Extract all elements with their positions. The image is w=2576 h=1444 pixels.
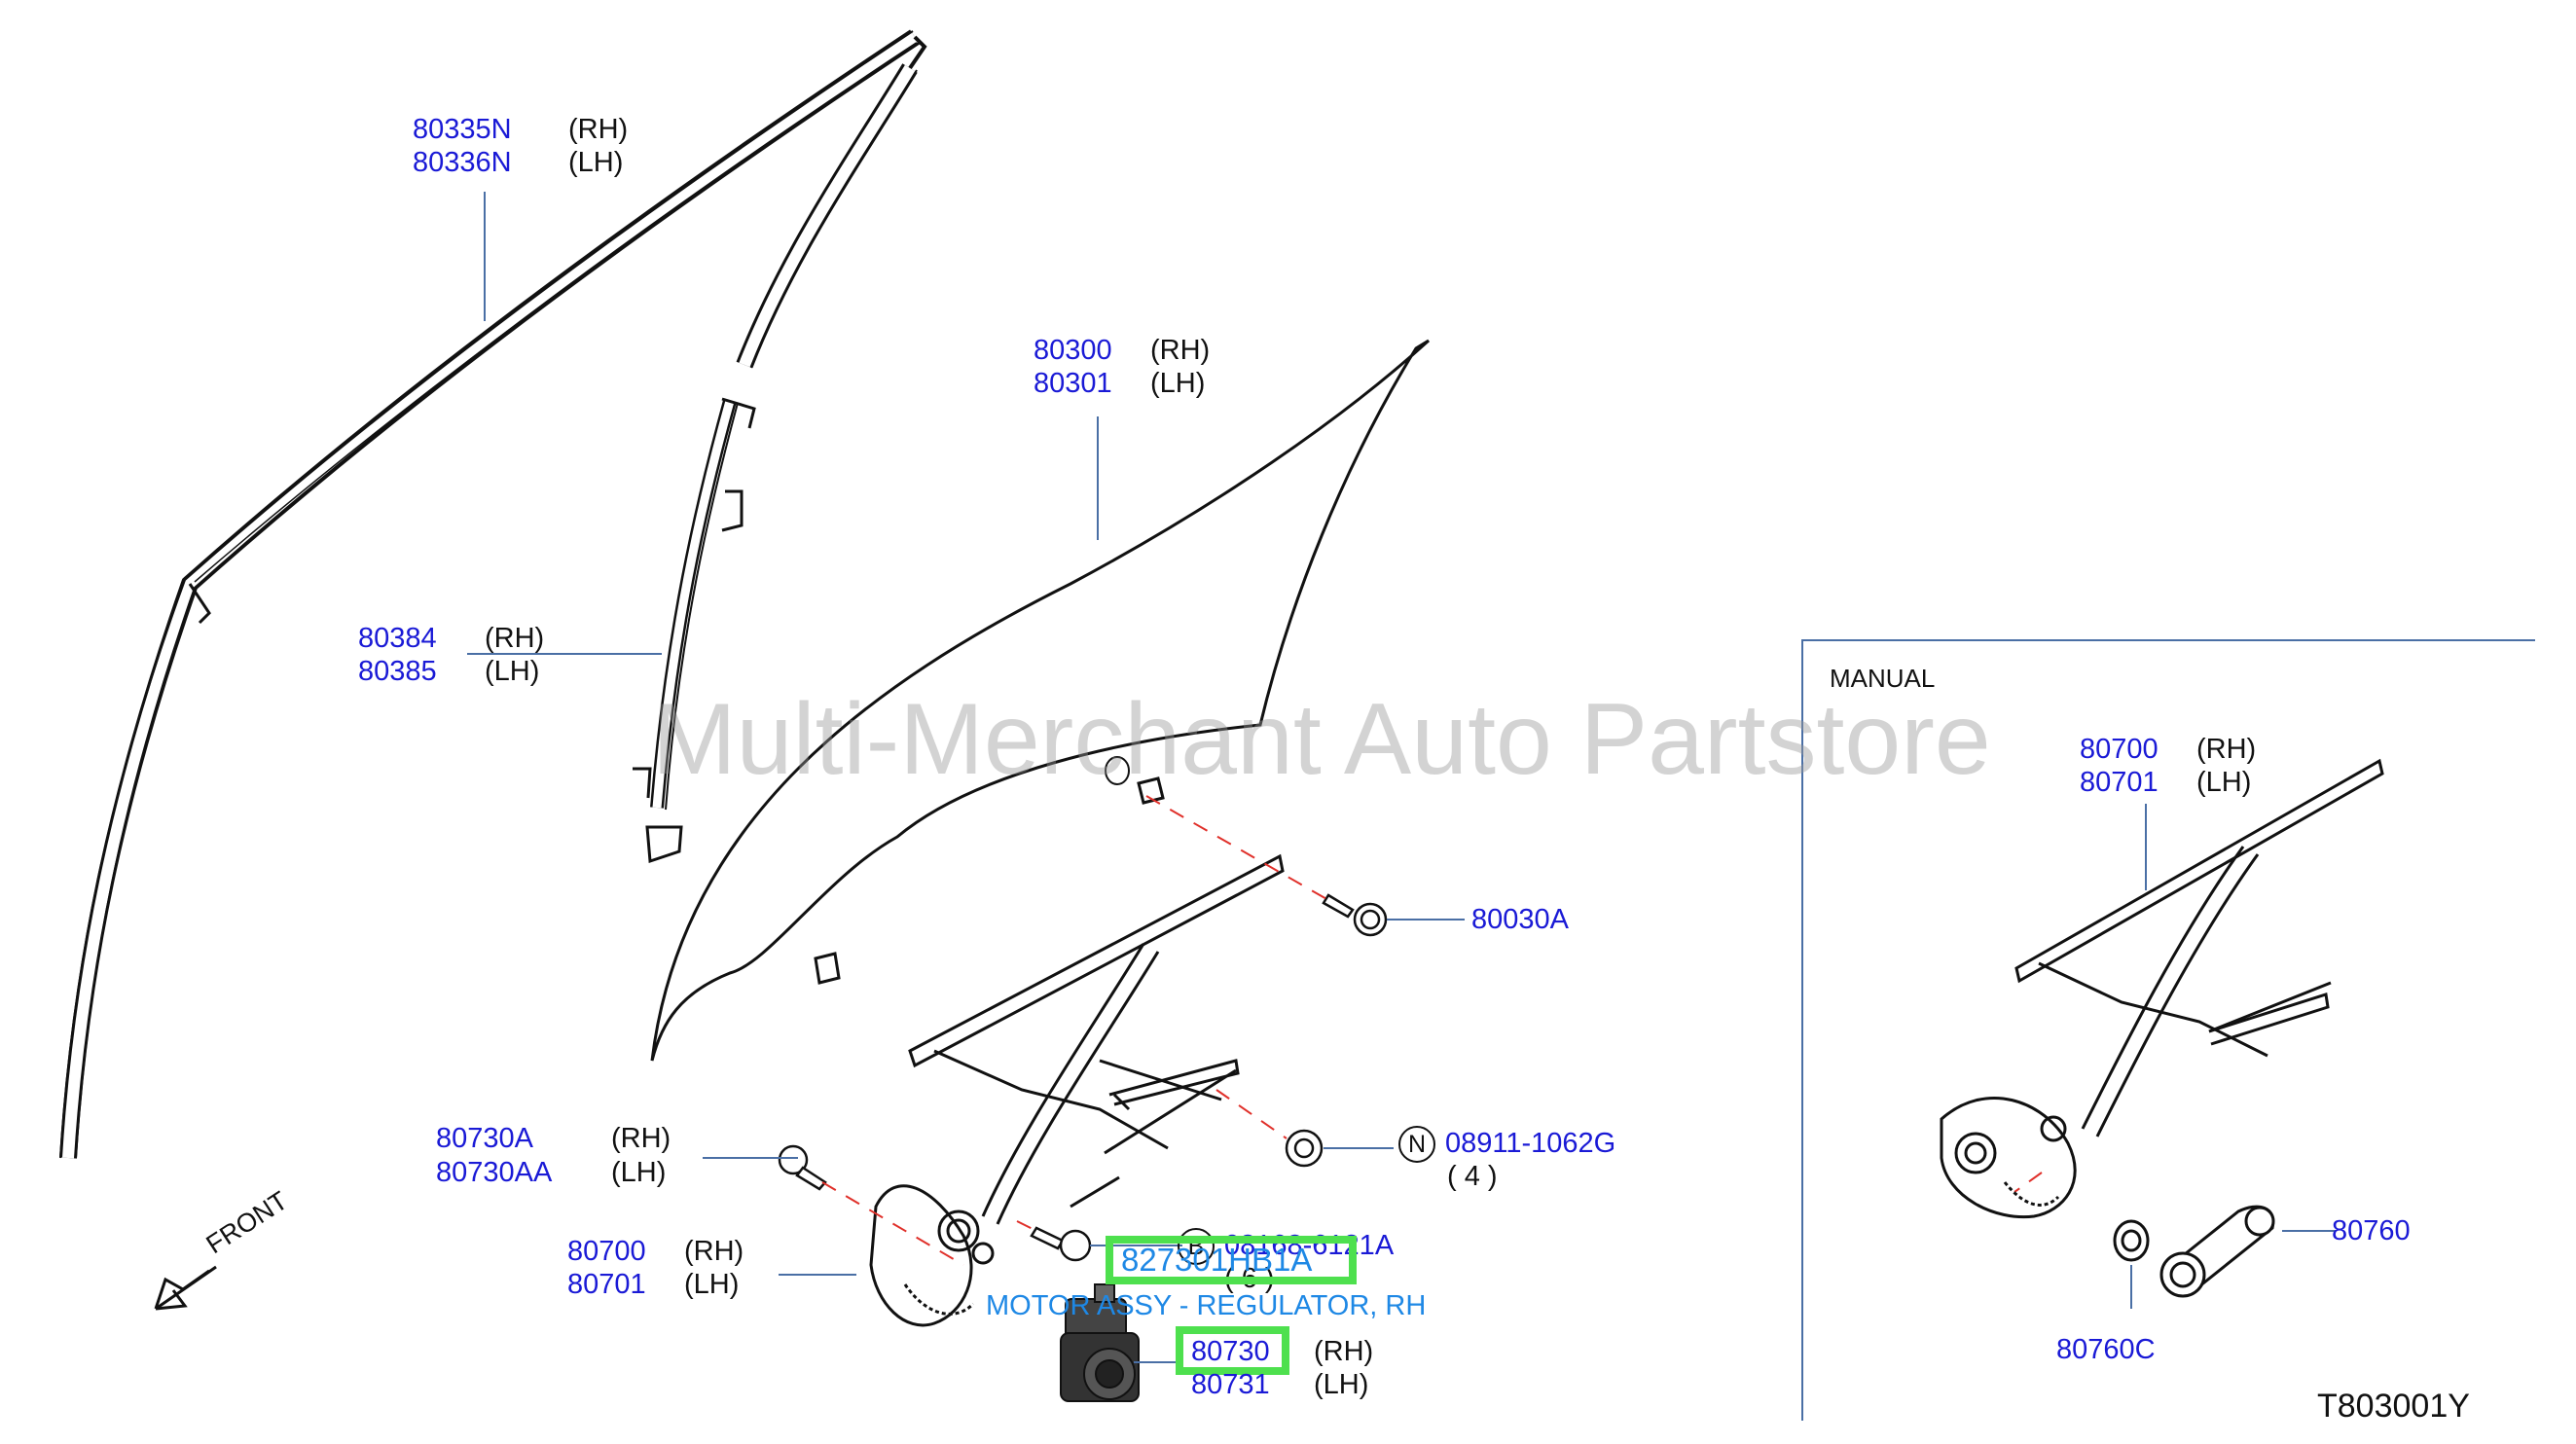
- nut-symbol: N: [1398, 1126, 1435, 1163]
- washer-part[interactable]: 80760C: [2056, 1334, 2156, 1365]
- motor-lh-tag: (LH): [1314, 1369, 1369, 1400]
- stud-rh-tag: (RH): [611, 1123, 671, 1154]
- sash-rh-tag: (RH): [485, 623, 545, 654]
- diagram-code: T803001Y: [2317, 1388, 2470, 1425]
- stud-rh-part[interactable]: 80730A: [436, 1123, 533, 1154]
- regulator-motor: [1060, 1283, 1140, 1402]
- glass-run-sash: [633, 397, 756, 864]
- callout-lines: [467, 192, 2336, 1363]
- stud-lh-tag: (LH): [611, 1157, 667, 1188]
- bolt-08168: [1030, 1226, 1092, 1262]
- moulding-lh-part[interactable]: 80336N: [413, 147, 512, 178]
- nut-08911: [1285, 1129, 1324, 1168]
- manual-regulator: [1940, 758, 2384, 1219]
- front-arrow-icon: [154, 1265, 217, 1311]
- manual-regulator-rh-part[interactable]: 80700: [2080, 734, 2159, 765]
- glass-lh-tag: (LH): [1150, 368, 1206, 399]
- sash-lh-tag: (LH): [485, 656, 540, 687]
- highlight-box-part-number: [1106, 1236, 1357, 1284]
- highlight-box-motor: [1176, 1326, 1289, 1375]
- sash-lh-part[interactable]: 80385: [358, 656, 437, 687]
- glass-lh-part[interactable]: 80301: [1034, 368, 1112, 399]
- motor-rh-part[interactable]: 80730: [1191, 1336, 1270, 1367]
- bolt-80030A: [1322, 893, 1388, 937]
- highlight-description: MOTOR ASSY - REGULATOR, RH: [986, 1290, 1427, 1321]
- moulding-lh-tag: (LH): [568, 147, 624, 178]
- regulator-lh-part[interactable]: 80701: [567, 1269, 646, 1300]
- alignment-dashes: [821, 795, 2043, 1266]
- sash-rh-part[interactable]: 80384: [358, 623, 437, 654]
- bolt-motor-part[interactable]: 08168-6121A: [1224, 1230, 1395, 1261]
- bolt-80730A: [778, 1144, 827, 1191]
- manual-regulator-lh-part[interactable]: 80701: [2080, 767, 2159, 798]
- motor-rh-tag: (RH): [1314, 1336, 1374, 1367]
- stud-lh-part[interactable]: 80730AA: [436, 1157, 553, 1188]
- division-channel: [736, 63, 918, 369]
- regulator-rh-part[interactable]: 80700: [567, 1236, 646, 1267]
- glass-rh-tag: (RH): [1150, 335, 1211, 366]
- manual-regulator-rh-tag: (RH): [2196, 734, 2257, 765]
- highlight-part-number[interactable]: 827301HB1A: [1121, 1242, 1313, 1278]
- handle-part[interactable]: 80760: [2332, 1215, 2411, 1246]
- bolt-80030A-part[interactable]: 80030A: [1471, 904, 1569, 935]
- moulding-rh-tag: (RH): [568, 114, 629, 145]
- window-moulding: [59, 29, 927, 1159]
- watermark: Multi-Merchant Auto Partstore: [652, 683, 1991, 796]
- nut-qty: ( 4 ): [1447, 1161, 1498, 1192]
- motor-lh-part[interactable]: 80731: [1191, 1369, 1270, 1400]
- window-handle: [2159, 1205, 2275, 1298]
- regulator-lh-tag: (LH): [684, 1269, 740, 1300]
- manual-frame: [1801, 639, 2535, 1421]
- regulator-rh-tag: (RH): [684, 1236, 744, 1267]
- manual-regulator-lh-tag: (LH): [2196, 767, 2252, 798]
- door-glass: [650, 339, 1431, 1062]
- manual-title: MANUAL: [1830, 664, 1936, 693]
- moulding-rh-part[interactable]: 80335N: [413, 114, 512, 145]
- nut-part[interactable]: 08911-1062G: [1445, 1128, 1616, 1159]
- glass-rh-part[interactable]: 80300: [1034, 335, 1112, 366]
- handle-washer: [2113, 1219, 2150, 1262]
- power-regulator: [869, 853, 1285, 1327]
